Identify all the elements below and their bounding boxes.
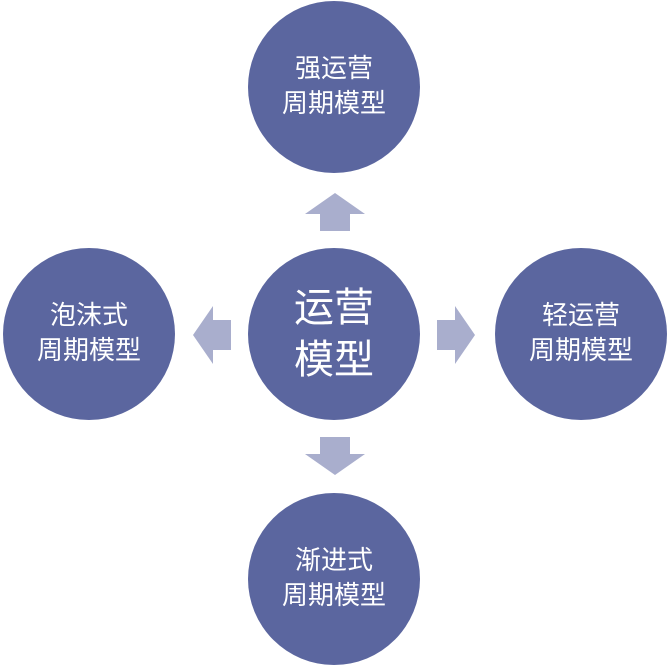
bottom-node-progressive: 渐进式 周期模型 — [248, 493, 420, 665]
left-node-label-line2: 周期模型 — [36, 336, 141, 366]
right-node-label-line2: 周期模型 — [528, 336, 633, 366]
arrow-up-icon — [305, 193, 365, 231]
center-node-label-line1: 运营 — [294, 285, 374, 331]
arrow-right-icon — [437, 306, 475, 364]
arrow-left-shape — [193, 306, 231, 364]
right-node-light-operation: 轻运营 周期模型 — [495, 248, 667, 420]
left-node-bubble: 泡沫式 周期模型 — [3, 248, 175, 420]
top-node-strong-operation: 强运营 周期模型 — [248, 1, 420, 173]
left-node-label-line1: 泡沫式 — [49, 300, 128, 331]
arrow-right-shape — [437, 306, 475, 364]
top-node-label-line2: 周期模型 — [281, 89, 386, 119]
arrow-up-shape — [305, 193, 365, 231]
arrow-left-icon — [193, 306, 231, 364]
center-node-operation-model: 运营 模型 — [248, 248, 420, 420]
right-node-label-line1: 轻运营 — [541, 300, 620, 331]
arrow-down-icon — [305, 437, 365, 475]
top-node-label-line1: 强运营 — [294, 53, 373, 84]
center-node-label-line2: 模型 — [294, 337, 374, 383]
bottom-node-label-line2: 周期模型 — [281, 581, 386, 611]
bottom-node-label-line1: 渐进式 — [294, 545, 373, 576]
arrow-down-shape — [305, 437, 365, 475]
